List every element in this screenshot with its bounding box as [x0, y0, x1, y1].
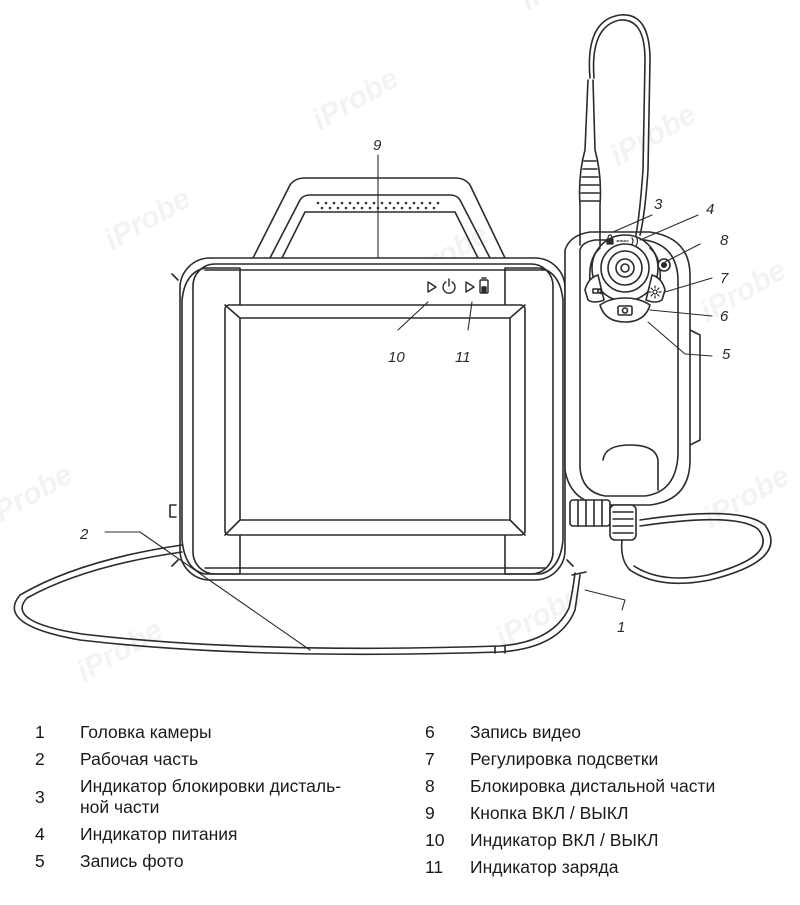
callout-3: 3 — [654, 196, 663, 213]
watermark-text: iProbe — [604, 98, 701, 173]
watermark-text: iProbe — [0, 458, 78, 533]
legend-number: 10 — [425, 830, 445, 850]
callout-10: 10 — [388, 349, 405, 366]
legend-label: Запись фото — [80, 851, 184, 871]
callout-1: 1 — [617, 619, 625, 636]
legend-number: 11 — [425, 857, 444, 877]
legend-number: 2 — [35, 749, 45, 769]
legend-left: 1 Головка камеры 2 Рабочая часть 3 Индик… — [35, 722, 385, 878]
legend-label: Запись видео — [470, 722, 582, 742]
insertion-tube — [578, 14, 651, 246]
photo-button[interactable] — [599, 297, 651, 323]
lock-button[interactable] — [657, 258, 671, 272]
legend-label: Индикатор ВКЛ / ВЫКЛ — [470, 830, 659, 850]
legend-item: 1 Головка камеры — [35, 722, 385, 743]
legend-item: 3 Индикатор блокировки дисталь- ной част… — [35, 776, 385, 818]
lock-indicator-icon — [606, 234, 639, 247]
legend-item: 10 Индикатор ВКЛ / ВЫКЛ — [425, 830, 795, 851]
legend-item: 8 Блокировка дистальной части — [425, 776, 795, 797]
callout-4: 4 — [706, 201, 714, 218]
legend-label: Индикатор питания — [80, 824, 238, 844]
legend-number: 7 — [425, 749, 435, 769]
legend-number: 5 — [35, 851, 45, 871]
legend-number: 1 — [35, 722, 45, 742]
legend-item: 11 Индикатор заряда — [425, 857, 795, 878]
screen — [224, 304, 526, 536]
callout-2: 2 — [79, 526, 89, 543]
legend-number: 6 — [425, 722, 435, 742]
legend-label: Регулировка подсветки — [470, 749, 659, 769]
watermark-text: iProbe — [307, 62, 404, 137]
watermark-text: iProbe — [71, 613, 168, 688]
legend-label: Блокировка дистальной части — [470, 776, 716, 796]
callout-11: 11 — [455, 349, 471, 366]
legend-item: 7 Регулировка подсветки — [425, 749, 795, 770]
legend-item: 9 Кнопка ВКЛ / ВЫКЛ — [425, 803, 795, 824]
legend-number: 4 — [35, 824, 45, 844]
legend-label: Индикатор заряда — [470, 857, 619, 877]
watermark-text: iProbe — [694, 253, 791, 328]
callout-5: 5 — [722, 346, 731, 363]
cable-connector — [569, 499, 637, 571]
callout-6: 6 — [720, 308, 729, 325]
legend-label: Индикатор блокировки дисталь- ной части — [80, 776, 342, 817]
working-cable — [13, 512, 772, 656]
charge-indicator-icon — [465, 277, 489, 294]
leader-lines — [104, 154, 713, 651]
legend-label: Головка камеры — [80, 722, 212, 742]
callout-7: 7 — [720, 270, 729, 287]
callout-9: 9 — [373, 137, 382, 154]
legend-item: 4 Индикатор питания — [35, 824, 385, 845]
watermark-text: iProbe — [282, 699, 379, 700]
legend-right: 6 Запись видео 7 Регулировка подсветки 8… — [425, 722, 795, 884]
camera-icon — [617, 305, 633, 316]
video-icon — [592, 287, 602, 295]
callout-8: 8 — [720, 232, 729, 249]
brightness-button[interactable] — [645, 274, 666, 303]
video-button[interactable] — [584, 274, 605, 303]
legend-item: 5 Запись фото — [35, 851, 385, 872]
watermark-text: iProbe — [514, 0, 611, 17]
legend-label: Рабочая часть — [80, 749, 199, 769]
legend-number: 8 — [425, 776, 435, 796]
sun-icon — [648, 285, 662, 299]
device-diagram: iProbe iProbe iProbe iProbe iProbe iProb… — [0, 0, 795, 700]
carry-handle — [252, 177, 506, 259]
legend-number: 3 — [35, 786, 45, 807]
power-indicator-icon — [427, 278, 456, 294]
legend-number: 9 — [425, 803, 435, 823]
legend-item: 6 Запись видео — [425, 722, 795, 743]
callouts: 1 2 3 4 5 6 7 8 9 10 11 — [79, 137, 731, 636]
legend-item: 2 Рабочая часть — [35, 749, 385, 770]
legend-label: Кнопка ВКЛ / ВЫКЛ — [470, 803, 629, 823]
watermark-text: iProbe — [99, 182, 196, 257]
